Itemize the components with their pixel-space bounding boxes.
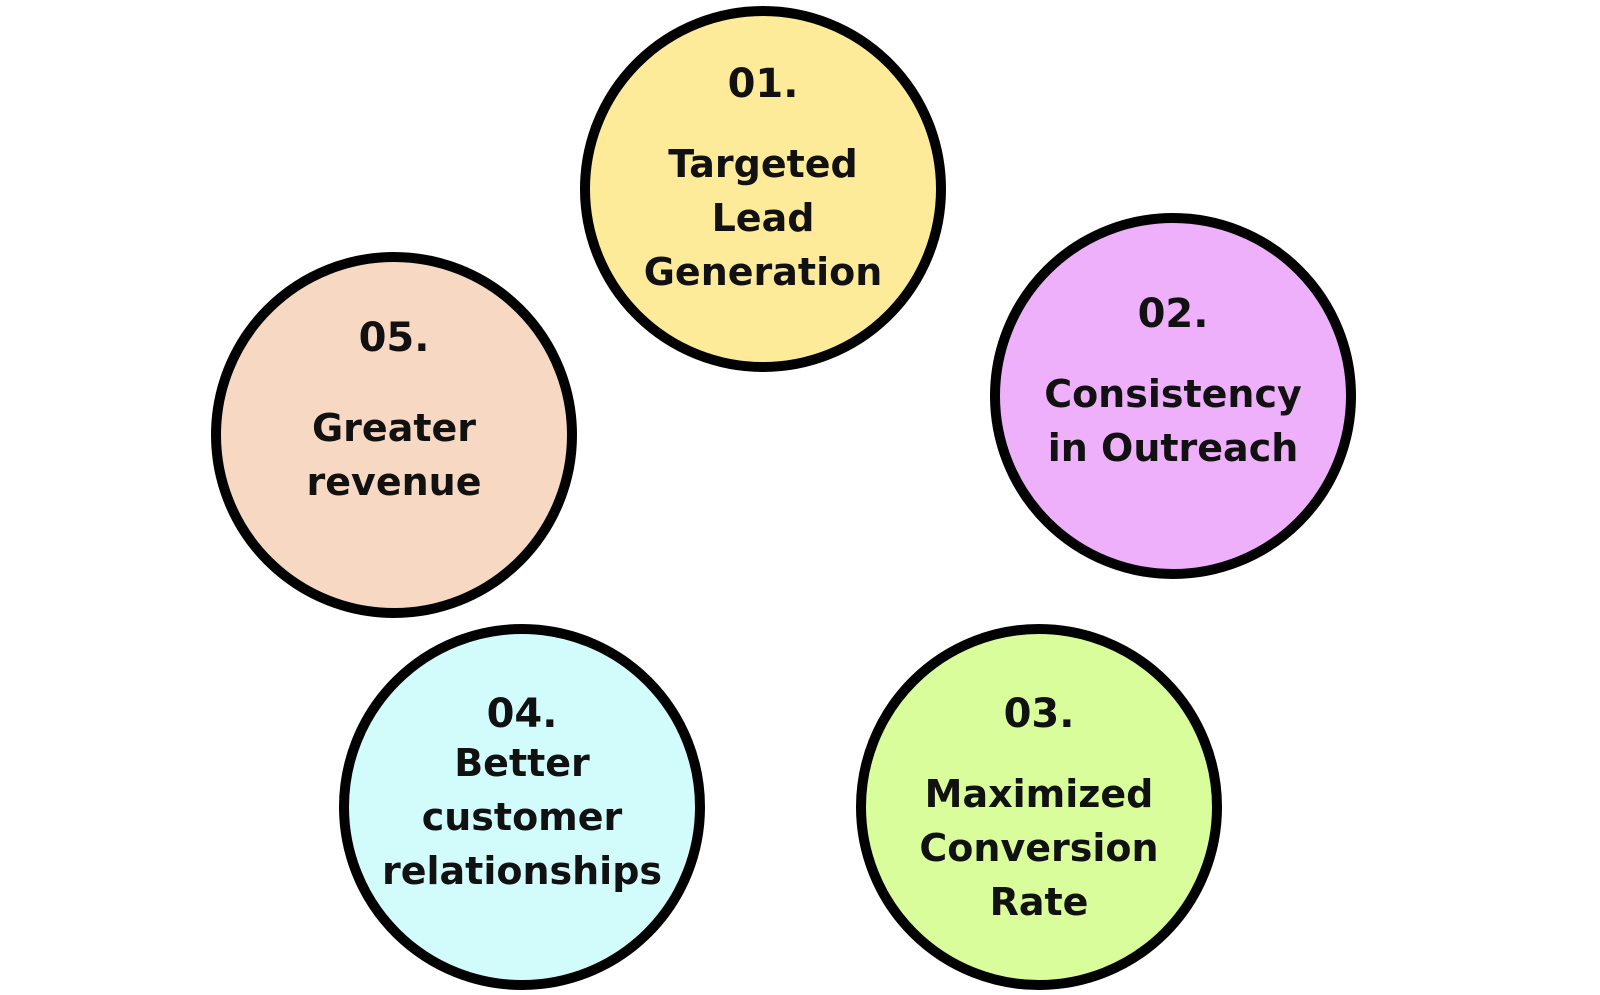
- step-circle-02: 02. Consistency in Outreach: [990, 213, 1356, 579]
- step-number: 04.: [486, 691, 558, 737]
- step-circle-05: 05. Greater revenue: [211, 252, 577, 618]
- step-number: 05.: [358, 315, 430, 361]
- step-label: Better customer relationships: [381, 741, 663, 893]
- step-label: Consistency in Outreach: [1044, 372, 1302, 470]
- step-label: Targeted Lead Generation: [643, 142, 883, 294]
- step-number: 03.: [1003, 691, 1075, 737]
- step-number: 02.: [1137, 291, 1209, 337]
- step-circle-03: 03. Maximized Conversion Rate: [856, 624, 1222, 990]
- step-circle-04: 04. Better customer relationships: [339, 624, 705, 990]
- step-label: Maximized Conversion Rate: [919, 772, 1159, 924]
- step-number: 01.: [727, 61, 799, 107]
- step-circle-01: 01. Targeted Lead Generation: [580, 6, 946, 372]
- step-label: Greater revenue: [306, 406, 482, 504]
